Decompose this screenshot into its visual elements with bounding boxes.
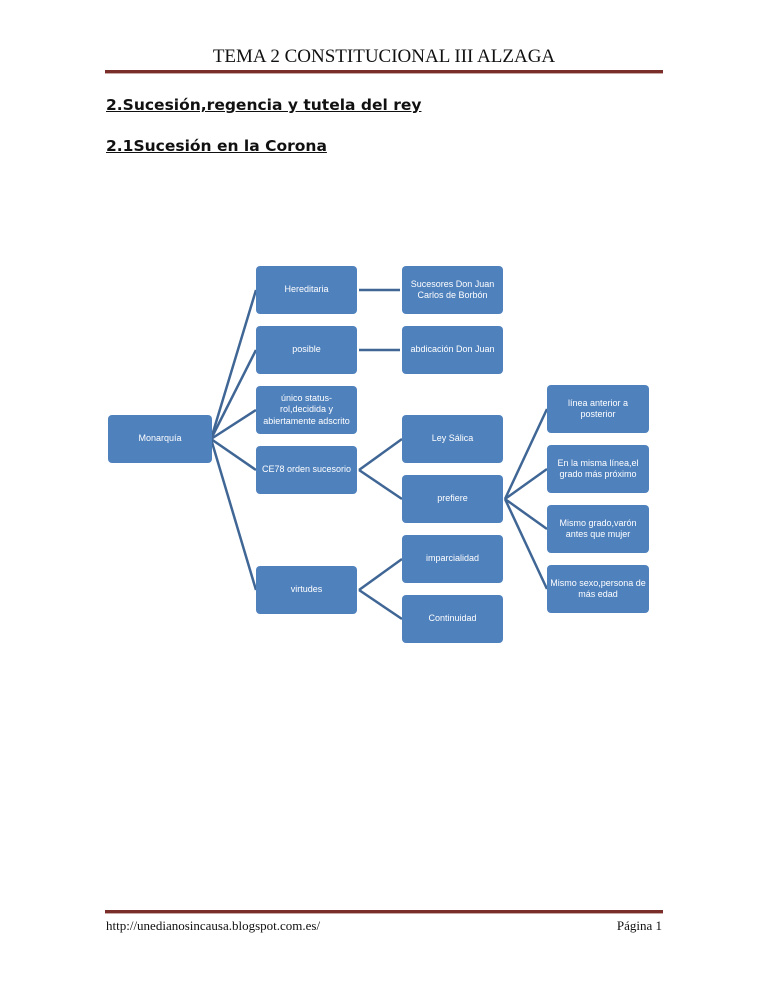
- node-level1: posible: [256, 326, 357, 374]
- heading-1: 2.Sucesión,regencia y tutela del rey: [106, 96, 422, 114]
- node-level3: En la misma línea,el grado más próximo: [547, 445, 649, 493]
- node-level2: Ley Sálica: [402, 415, 503, 463]
- footer-url[interactable]: http://unedianosincausa.blogspot.com.es/: [106, 918, 321, 933]
- header-title: TEMA 2 CONSTITUCIONAL III ALZAGA: [212, 46, 556, 67]
- node-level3: Mismo grado,varón antes que mujer: [547, 505, 649, 553]
- node-level2: Sucesores Don Juan Carlos de Borbón: [402, 266, 503, 314]
- node-level2: prefiere: [402, 475, 503, 523]
- node-root: Monarquía: [108, 415, 212, 463]
- node-level1: CE78 orden sucesorio: [256, 446, 357, 494]
- footer-rule: [105, 910, 663, 914]
- header-rule: [105, 70, 663, 74]
- node-level3: Mismo sexo,persona de más edad: [547, 565, 649, 613]
- heading-2: 2.1Sucesión en la Corona: [106, 137, 327, 155]
- node-level2: imparcialidad: [402, 535, 503, 583]
- node-level2: Continuidad: [402, 595, 503, 643]
- node-level3: línea anterior a posterior: [547, 385, 649, 433]
- node-level1: virtudes: [256, 566, 357, 614]
- node-level1: único status-rol,decidida y abiertamente…: [256, 386, 357, 434]
- page-number: Página 1: [616, 918, 662, 933]
- node-level2: abdicación Don Juan: [402, 326, 503, 374]
- node-level1: Hereditaria: [256, 266, 357, 314]
